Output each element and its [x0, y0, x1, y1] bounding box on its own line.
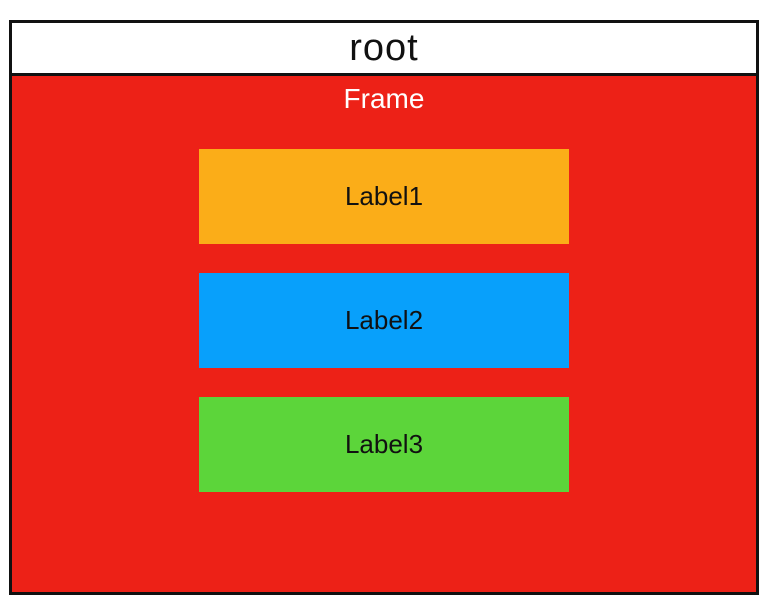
label-1: Label1 — [199, 149, 569, 244]
window-titlebar[interactable]: root — [12, 23, 756, 76]
app-window: root Frame Label1 Label2 Label3 — [9, 20, 759, 595]
window-title: root — [349, 27, 419, 69]
label-2: Label2 — [199, 273, 569, 368]
label-3: Label3 — [199, 397, 569, 492]
frame-container: Frame Label1 Label2 Label3 — [12, 76, 756, 592]
frame-label: Frame — [343, 83, 425, 114]
